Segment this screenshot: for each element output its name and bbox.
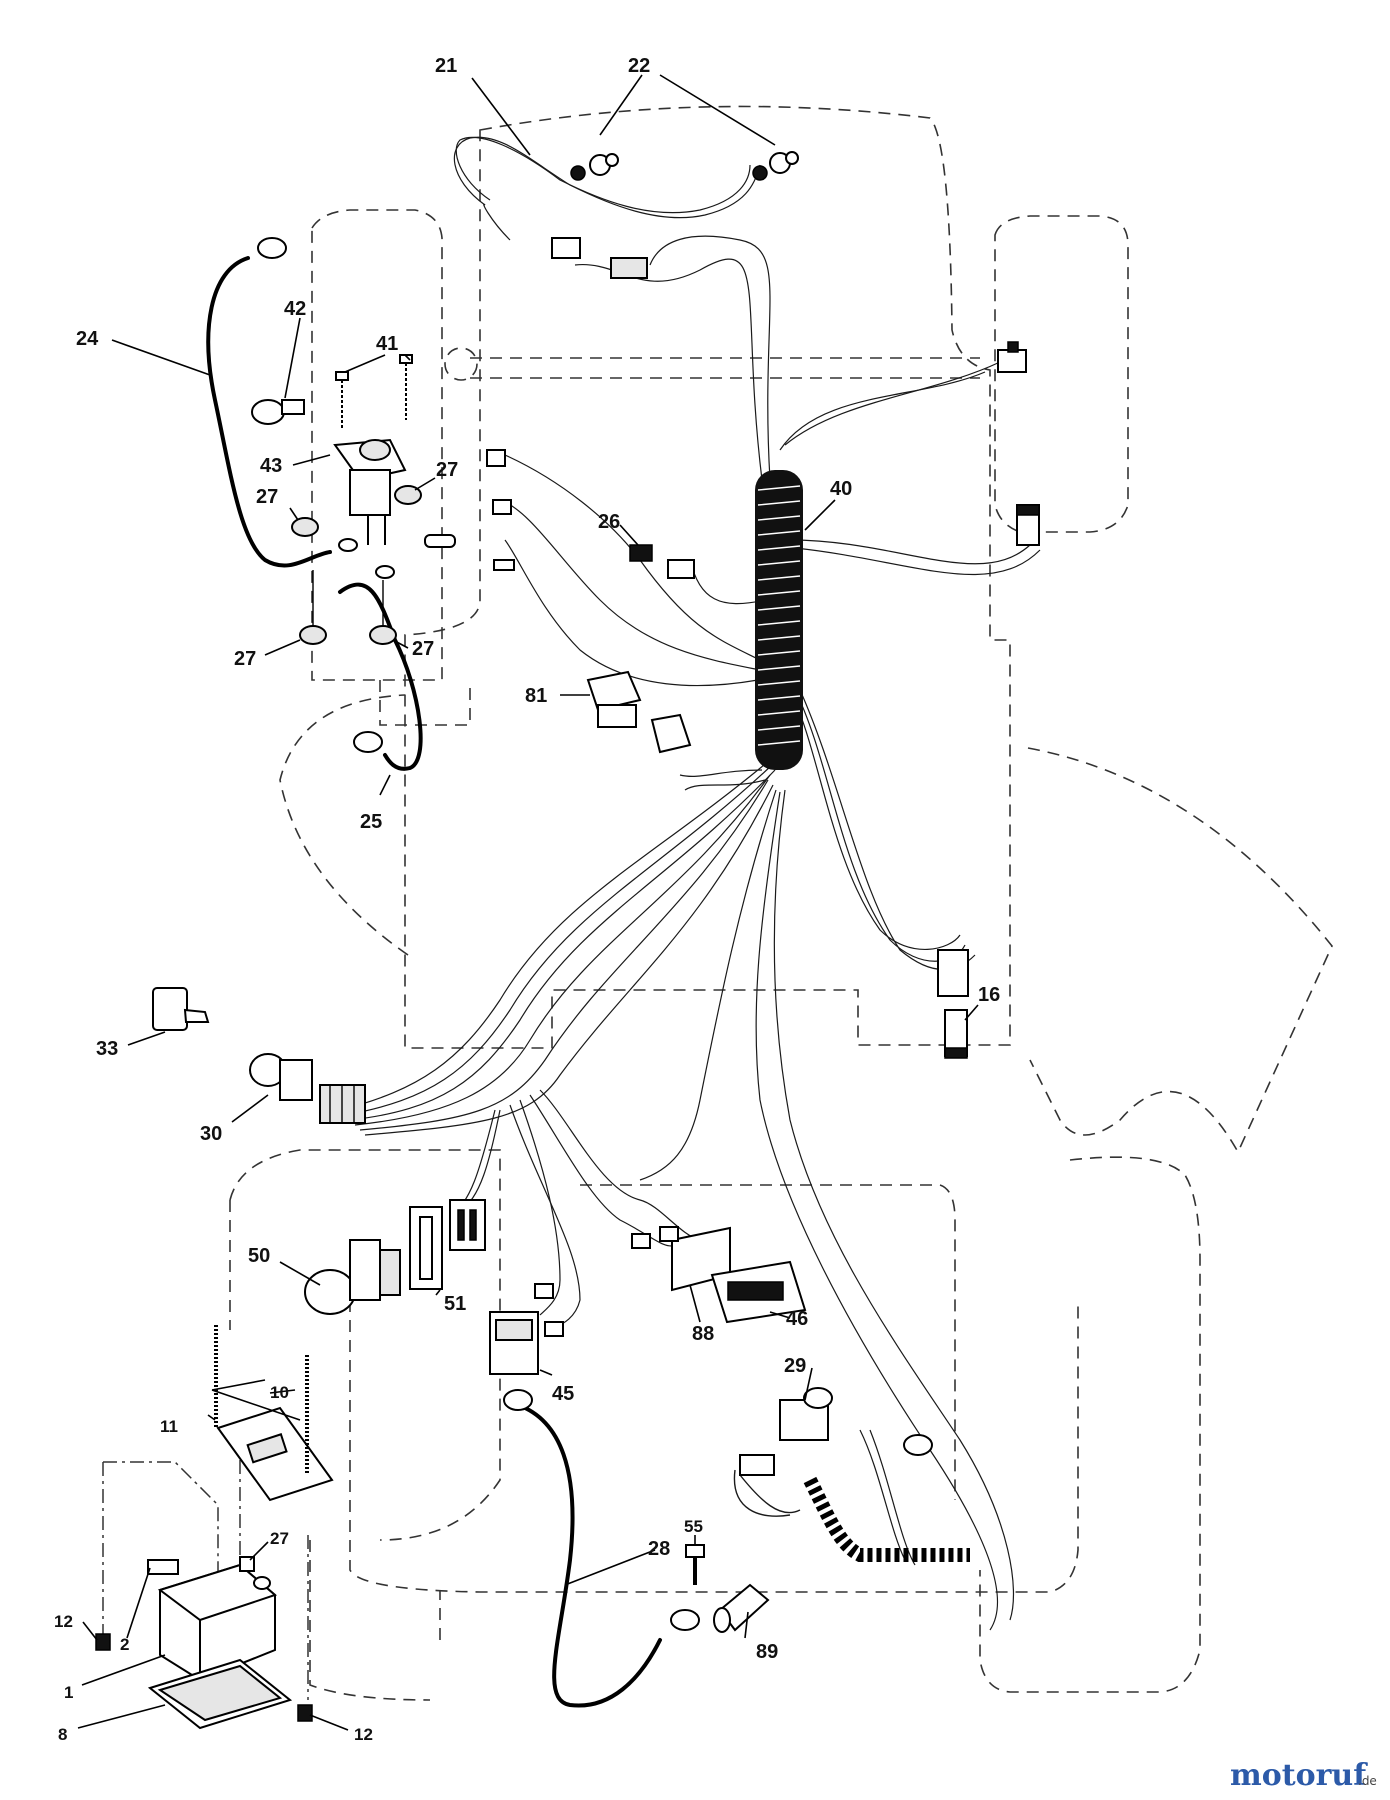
watermark-suffix: .de <box>1358 1774 1377 1788</box>
battery-tray-8 <box>147 1658 293 1730</box>
label-29: 29 <box>784 1355 806 1377</box>
ignition-key-33 <box>152 987 210 1031</box>
pto-switch-50 <box>304 1239 401 1315</box>
label-24: 24 <box>76 328 99 350</box>
label-33: 33 <box>96 1038 118 1060</box>
spade-46a <box>631 1233 651 1249</box>
terminal-b <box>492 499 512 515</box>
harness-coil-tube <box>755 470 803 770</box>
watermark-brand: motoruf <box>1230 1758 1368 1793</box>
leader-lines <box>77 74 979 1731</box>
label-27-bottom-left: 27 <box>234 648 256 670</box>
label-27-left: 27 <box>256 486 278 508</box>
label-43: 43 <box>260 455 282 477</box>
label-27-battery: 27 <box>270 1529 289 1548</box>
battery-hold-down-11 <box>216 1406 334 1502</box>
connector-16 <box>937 949 969 1059</box>
harness-wires <box>339 136 1041 1631</box>
label-25: 25 <box>360 811 382 833</box>
label-50: 50 <box>248 1245 270 1267</box>
label-51: 51 <box>444 1293 466 1315</box>
ring-terminal-ground <box>903 1434 933 1456</box>
label-55: 55 <box>684 1517 703 1536</box>
ignition-switch-30 <box>249 1053 366 1124</box>
screw-55 <box>685 1544 705 1585</box>
switch-46 <box>710 1260 807 1324</box>
label-2: 2 <box>120 1635 129 1654</box>
washer-b <box>375 565 395 579</box>
terminal-a <box>486 449 506 467</box>
solenoid-43 <box>333 438 407 545</box>
label-12-right: 12 <box>354 1725 373 1744</box>
terminal-boot-89 <box>713 1583 770 1633</box>
label-11: 11 <box>160 1417 178 1436</box>
parts <box>95 151 1040 1730</box>
label-89: 89 <box>756 1641 778 1663</box>
label-21: 21 <box>435 55 457 77</box>
nut-27e <box>239 1556 255 1572</box>
label-81: 81 <box>525 685 547 707</box>
label-22: 22 <box>628 55 650 77</box>
hour-meter-45 <box>489 1311 539 1375</box>
label-88: 88 <box>692 1323 714 1345</box>
label-10: 10 <box>270 1383 289 1402</box>
label-27-bottom-right: 27 <box>412 638 434 660</box>
label-46: 46 <box>786 1308 808 1330</box>
nut-27a <box>291 517 319 537</box>
clip-12a <box>95 1633 111 1651</box>
bolt-41b <box>399 354 413 420</box>
harness-connector-main <box>610 257 648 279</box>
connector-right-top <box>997 341 1027 373</box>
chassis-outlines <box>229 105 1333 1701</box>
bolt-2 <box>147 1559 179 1575</box>
lamp-socket-22a <box>570 153 619 181</box>
terminal-c <box>493 559 515 571</box>
label-28: 28 <box>648 1538 670 1560</box>
label-42: 42 <box>284 298 306 320</box>
nut-27c <box>299 625 327 645</box>
label-12-left: 12 <box>54 1612 73 1631</box>
label-16: 16 <box>978 984 1000 1006</box>
label-41: 41 <box>376 333 398 355</box>
lamp-socket-22b <box>752 151 799 181</box>
fuse-holder <box>424 534 456 548</box>
spade-meter-a <box>534 1283 554 1299</box>
bolt-41a <box>335 371 349 430</box>
label-27-right: 27 <box>436 459 458 481</box>
connector-right-mid <box>1016 504 1040 546</box>
switch-bezel-51 <box>409 1199 486 1290</box>
ring-terminal-24 <box>257 237 287 259</box>
watermark: motoruf .de <box>1230 1758 1377 1793</box>
harness-connector-21 <box>551 237 581 259</box>
label-26: 26 <box>598 511 620 533</box>
boot-42 <box>251 399 305 425</box>
battery-cables <box>206 256 662 1708</box>
label-1: 1 <box>64 1683 73 1702</box>
nut-27d <box>369 625 397 645</box>
relay-81 <box>586 670 692 754</box>
callout-labels: 21 22 24 42 41 43 27 27 27 27 25 26 40 8… <box>54 55 1000 1744</box>
label-8: 8 <box>58 1725 67 1744</box>
ring-terminal-25 <box>353 731 383 753</box>
label-30: 30 <box>200 1123 222 1145</box>
seat-switch-29 <box>739 1387 833 1476</box>
nut-27b <box>394 485 422 505</box>
label-45: 45 <box>552 1383 574 1405</box>
coil-cord <box>733 1469 970 1562</box>
washer-a <box>338 538 358 552</box>
label-40: 40 <box>830 478 852 500</box>
clip-12b <box>297 1704 313 1722</box>
ring-terminal-28b <box>670 1609 700 1631</box>
spade-46b <box>659 1226 679 1242</box>
spade-meter-b <box>544 1321 564 1337</box>
plug-26 <box>629 544 695 579</box>
ring-terminal-28a <box>503 1389 533 1411</box>
battery-1 <box>157 1563 277 1682</box>
